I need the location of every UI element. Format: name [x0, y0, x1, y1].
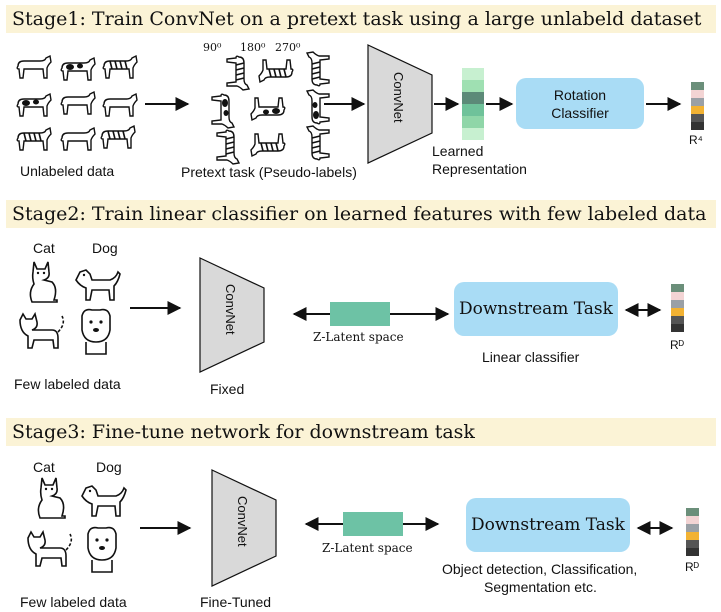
output-rd-label: Rᴰ [670, 338, 685, 352]
stage3-title: Stage3: Fine-tune network for downstream… [12, 421, 475, 443]
dog-label: Dog [96, 459, 122, 475]
convnet-text: ConvNet [235, 496, 250, 547]
zebra-icon [216, 129, 240, 165]
dog-icon [81, 485, 127, 517]
classifier-line1: Rotation [553, 86, 607, 103]
zebra-icon [258, 59, 294, 83]
horse-icon [60, 91, 96, 115]
angle-180-label: 180⁰ [240, 41, 266, 54]
cow-icon [60, 127, 96, 151]
downstream-task-box: Downstream Task [454, 282, 618, 336]
learned-rep-line2: Representation [432, 161, 527, 177]
cat-icon [29, 261, 58, 303]
learned-representation-bar [462, 68, 484, 140]
zebra-icon [100, 125, 136, 149]
latent-space-box [330, 302, 390, 326]
downstream-task-box: Downstream Task [466, 498, 630, 552]
downstream-task-label: Downstream Task [459, 299, 613, 319]
stage2-title: Stage2: Train linear classifier on learn… [12, 203, 707, 225]
convnet-text: ConvNet [391, 72, 406, 123]
cow-icon [211, 93, 235, 129]
zebra-icon [250, 133, 286, 157]
task-caption-line1: Object detection, Classification, [442, 561, 638, 577]
convnet-block [211, 469, 277, 587]
convnet-fixed-caption: Fixed [210, 381, 245, 397]
linear-classifier-caption: Linear classifier [482, 349, 580, 365]
cat-label: Cat [33, 240, 55, 256]
few-labeled-caption: Few labeled data [20, 594, 127, 610]
pretext-task-caption: Pretext task (Pseudo-labels) [181, 164, 357, 180]
stage3-banner: Stage3: Fine-tune network for downstream… [6, 418, 716, 446]
angle-270-label: 270⁰ [275, 41, 301, 54]
horse-icon [102, 93, 138, 117]
latent-space-box [343, 512, 403, 536]
stage1-banner: Stage1: Train ConvNet on a pretext task … [6, 5, 716, 33]
dog-label: Dog [92, 240, 118, 256]
output-r4-label: R⁴ [689, 133, 703, 147]
cat-icon [37, 477, 66, 519]
output-bar-rd [686, 508, 699, 556]
stage2-banner: Stage2: Train linear classifier on learn… [6, 200, 716, 228]
zebra-icon [306, 125, 330, 161]
classifier-line2: Classifier [551, 104, 609, 121]
stage1-title: Stage1: Train ConvNet on a pretext task … [12, 8, 702, 30]
rotation-classifier-box: Rotation Classifier [516, 78, 644, 129]
latent-space-caption: Z-Latent space [322, 541, 413, 555]
cow-icon [250, 97, 286, 121]
output-rd-label: Rᴰ [685, 560, 700, 574]
cow-icon [306, 89, 330, 125]
angle-90-label: 90⁰ [203, 41, 222, 54]
convnet-finetuned-caption: Fine-Tuned [200, 594, 272, 610]
cat-icon [27, 531, 73, 567]
unlabeled-data-caption: Unlabeled data [20, 163, 115, 179]
convnet-text: ConvNet [223, 284, 238, 335]
cow-icon [60, 57, 96, 81]
cat-icon [19, 313, 65, 349]
dog-icon [87, 526, 117, 573]
zebra-icon [226, 55, 250, 91]
dog-icon [81, 308, 111, 355]
pretext-rotated-grid [211, 51, 330, 165]
convnet-block [199, 257, 265, 373]
zebra-icon [102, 55, 138, 79]
horse-icon [16, 55, 52, 79]
output-bar-rd [671, 284, 684, 332]
latent-space-caption: Z-Latent space [313, 330, 404, 344]
zebra-icon [16, 127, 52, 151]
cat-label: Cat [33, 459, 55, 475]
few-labeled-caption: Few labeled data [14, 376, 121, 392]
task-caption-line2: Segmentation etc. [484, 579, 597, 595]
unlabeled-animals-grid [16, 55, 138, 151]
output-bar-r4 [691, 82, 704, 130]
cow-icon [16, 93, 52, 117]
learned-rep-line1: Learned [432, 143, 484, 159]
downstream-task-label: Downstream Task [471, 515, 625, 535]
convnet-block [367, 44, 433, 164]
dog-icon [75, 269, 121, 301]
zebra-icon [306, 51, 330, 87]
